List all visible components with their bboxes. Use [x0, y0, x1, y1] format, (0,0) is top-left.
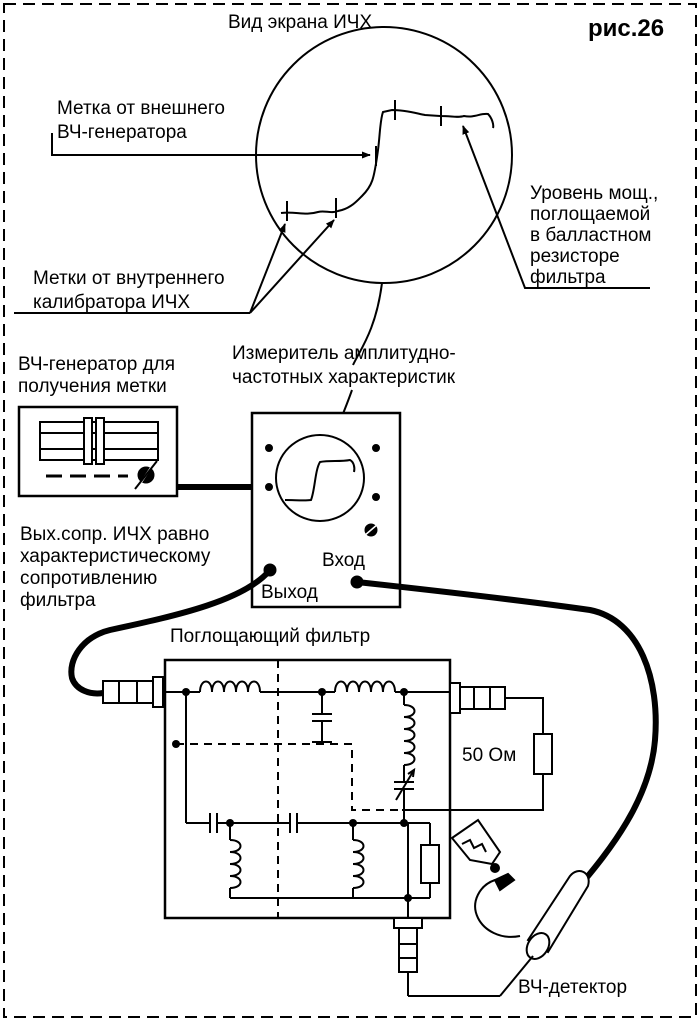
meter-label-line-2: частотных характеристик — [232, 367, 456, 388]
generator-label-line-1: ВЧ-генератор для — [18, 354, 176, 375]
output-impedance-label-line-4: фильтра — [20, 590, 96, 611]
generator-label-line-2: получения метки — [18, 376, 167, 397]
internal-markers-label-line-2: калибратора ИЧХ — [33, 292, 191, 313]
output-label: Выход — [261, 582, 318, 603]
afc-meter-drawing — [250, 411, 402, 609]
load-resistor-drawing — [402, 697, 553, 811]
internal-markers-label-line-1: Метки от внутреннего — [33, 268, 225, 289]
output-impedance-label-line-1: Вых.сопр. ИЧХ равно — [20, 524, 210, 545]
afc-trace — [280, 100, 495, 221]
external-marker-label-line-2: ВЧ-генератора — [57, 122, 187, 143]
screen-title: Вид экрана ИЧХ — [228, 12, 373, 33]
figure-label: рис.26 — [588, 15, 665, 42]
meter-cables — [68, 567, 659, 891]
external-marker-label-line-1: Метка от внешнего — [57, 98, 225, 119]
filter-box — [163, 658, 452, 920]
detector-tap-connector — [393, 917, 500, 997]
load-resistor-label: 50 Ом — [462, 745, 517, 766]
rf-generator-drawing — [17, 405, 179, 498]
filter-schematic — [163, 680, 450, 918]
power-level-label-line-3: в балластном — [530, 225, 652, 246]
input-label: Вход — [322, 550, 365, 571]
output-impedance-label-line-2: характеристическому — [20, 546, 211, 567]
meter-label-line-1: Измеритель амплитудно- — [232, 343, 456, 364]
power-level-label-line-1: Уровень мощ., — [530, 183, 659, 204]
filter-dashed-lines — [176, 660, 402, 918]
filter-output-connector — [449, 682, 506, 714]
power-level-label-line-2: поглощаемой — [530, 204, 651, 225]
output-impedance-label-line-3: сопротивлению — [20, 568, 158, 589]
filter-input-connector — [102, 676, 164, 708]
dashed-frame — [3, 3, 697, 1018]
rf-detector-drawing — [450, 818, 590, 997]
detector-label: ВЧ-детектор — [518, 977, 628, 998]
filter-label: Поглощающий фильтр — [170, 626, 371, 647]
power-level-label-line-5: фильтра — [530, 267, 606, 288]
power-level-label-line-4: резисторе — [530, 246, 620, 267]
filter-junction-dots — [172, 688, 412, 902]
